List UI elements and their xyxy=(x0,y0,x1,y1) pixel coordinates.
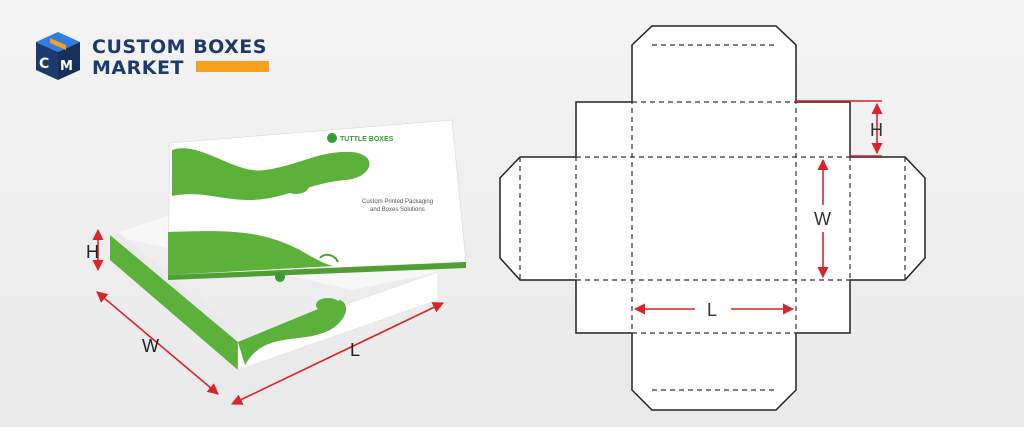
logo-accent-bar xyxy=(196,61,269,72)
cube-cm-logo-icon: C M xyxy=(36,32,80,80)
box-width-label: W xyxy=(142,336,159,356)
lid-front-side xyxy=(168,262,466,280)
box-tagline-2: and Boxes Solutions xyxy=(370,207,425,213)
box-length-label: L xyxy=(350,340,360,360)
dieline-fold-lines xyxy=(519,44,906,391)
box-width-arrow xyxy=(96,291,219,395)
box-length-arrow xyxy=(230,302,445,405)
brand-logo: C M CUSTOM BOXES MARKET xyxy=(36,30,276,86)
dieline-width-label: W xyxy=(814,209,831,229)
dieline-diagram: H W L xyxy=(499,25,926,411)
dieline-height-label: H xyxy=(870,120,883,140)
dieline-length-label: L xyxy=(707,300,717,320)
tuttle-turtle-icon xyxy=(275,133,337,282)
logo-line-2: MARKET xyxy=(92,57,184,79)
logo-wordmark: CUSTOM BOXES MARKET xyxy=(92,36,267,78)
box-illustration: TUTTLE BOXES Custom Printed Packaging an… xyxy=(86,119,467,405)
box-tagline-1: Custom Printed Packaging xyxy=(362,199,433,205)
logo-line-1: CUSTOM BOXES xyxy=(92,36,267,58)
box-height-label: H xyxy=(86,242,99,262)
svg-text:C: C xyxy=(39,56,49,72)
box-brand-label: TUTTLE BOXES xyxy=(340,136,394,143)
dieline-cut-outline xyxy=(499,25,926,411)
svg-text:M: M xyxy=(60,59,73,74)
